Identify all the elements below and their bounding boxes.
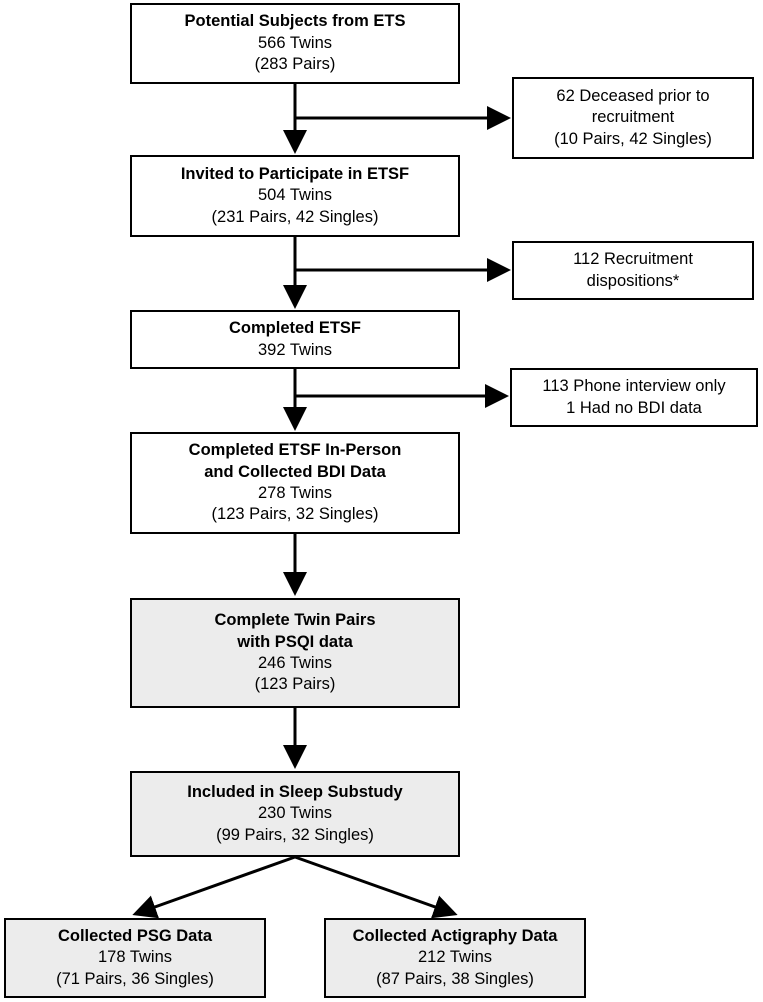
box-dispositions: 112 Recruitment dispositions* xyxy=(512,241,754,300)
box-title: Collected PSG Data xyxy=(57,926,213,945)
box-sleep-substudy: Included in Sleep Substudy 230 Twins (99… xyxy=(130,771,460,857)
box-detail: (123 Pairs) xyxy=(254,675,336,694)
box-detail: (283 Pairs) xyxy=(254,55,336,74)
box-count: 178 Twins xyxy=(98,948,172,967)
box-count: 504 Twins xyxy=(258,186,332,205)
box-completed: Completed ETSF 392 Twins xyxy=(130,310,460,369)
box-count: 278 Twins xyxy=(258,484,332,502)
box-detail: (71 Pairs, 36 Singles) xyxy=(56,969,214,988)
box-line: 1 Had no BDI data xyxy=(566,398,702,417)
arrow-sleep-to-actigraphy xyxy=(294,855,458,919)
box-count: 392 Twins xyxy=(258,340,332,359)
box-title: Invited to Participate in ETSF xyxy=(180,164,410,183)
box-title: Completed ETSF In-Person xyxy=(188,441,402,460)
box-actigraphy-data: Collected Actigraphy Data 212 Twins (87 … xyxy=(324,918,586,998)
box-title: Collected Actigraphy Data xyxy=(352,926,558,945)
box-line: 112 Recruitment xyxy=(573,250,693,269)
box-detail: (10 Pairs, 42 Singles) xyxy=(554,129,712,148)
box-complete-twin-pairs: Complete Twin Pairs with PSQI data 246 T… xyxy=(130,598,460,708)
arrow-sleep-to-psg xyxy=(132,855,296,919)
box-detail: (87 Pairs, 38 Singles) xyxy=(376,969,534,988)
box-detail: (123 Pairs, 32 Singles) xyxy=(211,505,379,524)
box-detail: (231 Pairs, 42 Singles) xyxy=(211,207,379,226)
box-count: 230 Twins xyxy=(258,804,332,823)
box-title: Complete Twin Pairs xyxy=(214,611,376,630)
box-phone-interview: 113 Phone interview only 1 Had no BDI da… xyxy=(510,368,758,427)
box-title: Included in Sleep Substudy xyxy=(187,782,403,801)
box-title: Potential Subjects from ETS xyxy=(184,12,406,31)
box-count: 212 Twins xyxy=(418,948,492,967)
box-title: and Collected BDI Data xyxy=(204,462,386,481)
box-potential-subjects: Potential Subjects from ETS 566 Twins (2… xyxy=(130,3,460,84)
box-line: recruitment xyxy=(591,108,675,127)
box-psg-data: Collected PSG Data 178 Twins (71 Pairs, … xyxy=(4,918,266,998)
box-count: 566 Twins xyxy=(258,33,332,52)
box-invited: Invited to Participate in ETSF 504 Twins… xyxy=(130,155,460,237)
box-count: 246 Twins xyxy=(258,654,332,672)
box-title: with PSQI data xyxy=(237,632,353,651)
box-line: 62 Deceased prior to xyxy=(556,86,710,105)
box-line: 113 Phone interview only xyxy=(542,377,726,396)
box-completed-in-person: Completed ETSF In-Person and Collected B… xyxy=(130,432,460,534)
box-detail: (99 Pairs, 32 Singles) xyxy=(216,825,374,844)
box-deceased: 62 Deceased prior to recruitment (10 Pai… xyxy=(512,77,754,159)
box-line: dispositions* xyxy=(586,271,680,290)
box-title: Completed ETSF xyxy=(228,319,361,338)
